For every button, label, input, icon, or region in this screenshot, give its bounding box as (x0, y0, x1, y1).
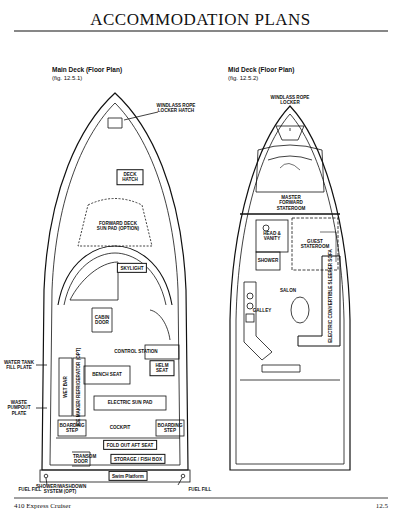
room-label: HEAD & VANITY (259, 231, 285, 242)
box-text: SKYLIGHT (120, 265, 143, 270)
room-label: GALLEY (247, 308, 277, 313)
box-text: STORAGE / FISH BOX (114, 456, 162, 461)
part-label: WINDLASS ROPE LOCKER HATCH (156, 103, 196, 114)
room-label: SHOWER (255, 258, 281, 263)
part-label: WET BAR (63, 376, 68, 397)
part-label: FUEL FILL (185, 487, 215, 492)
part-label: COCKPIT (100, 425, 140, 430)
room-label: MASTER FORWARD STATEROOM (271, 195, 311, 211)
part-label: CABIN DOOR (91, 315, 113, 326)
labelled-box: Swim Platform (109, 471, 148, 481)
footer-rule (14, 498, 388, 499)
labelled-box: HELM SEAT (150, 360, 175, 376)
figure-ref: (fig. 12.5.1) (52, 75, 82, 82)
part-label: WINDLASS ROPE LOCKER (265, 95, 315, 106)
page-title: ACCOMMODATION PLANS (0, 10, 401, 30)
part-label: BOARDING STEP (59, 423, 85, 434)
part-label: ELECTRIC CONVERTIBLE SLEEPER SOFA (328, 249, 333, 343)
part-label: BOARDING STEP (157, 423, 183, 434)
part-label: TRANSOM DOOR (73, 454, 89, 465)
part-label: WATER TANK FILL PLATE (2, 360, 36, 371)
part-label: CONTROL STATION (106, 349, 166, 354)
labelled-box: SKYLIGHT (117, 263, 147, 273)
part-label: WASTE PUMPOUT PLATE (2, 400, 36, 416)
labelled-box: STORAGE / FISH BOX (110, 454, 165, 464)
labelled-box: FOLD OUT AFT SEAT (103, 440, 157, 450)
part-label: FORWARD DECK SUN PAD (OPTION) (95, 221, 141, 232)
heading: Mid Deck (Floor Plan) (228, 66, 294, 73)
header-rule (14, 30, 388, 31)
room-label: SALON (273, 288, 303, 293)
box-text: FOLD OUT AFT SEAT (107, 442, 154, 447)
box-text: Swim Platform (112, 473, 144, 478)
room-label: GUEST STATEROOM (298, 239, 332, 250)
box-text: DECK HATCH (120, 172, 140, 183)
figure-ref: (fig. 12.5.2) (228, 75, 258, 82)
heading: Main Deck (Floor Plan) (52, 66, 122, 73)
part-label: FUEL FILL (15, 487, 45, 492)
footer-text: 410 Express Cruiser (14, 502, 71, 510)
box-text: HELM SEAT (153, 363, 171, 374)
part-label: BENCH SEAT (87, 372, 127, 377)
page-number: 12.5 (376, 502, 388, 510)
mid-deck-hull (230, 106, 350, 470)
part-label: ICE MAKER/ REFRIGERATOR (OPT) (76, 348, 81, 426)
part-label: ELECTRIC SUN PAD (95, 400, 165, 405)
part-label: SHOWER/WASHDOWN SYSTEM (OPT) (36, 484, 84, 495)
labelled-box: DECK HATCH (117, 169, 144, 185)
main-deck-hull (36, 93, 190, 485)
